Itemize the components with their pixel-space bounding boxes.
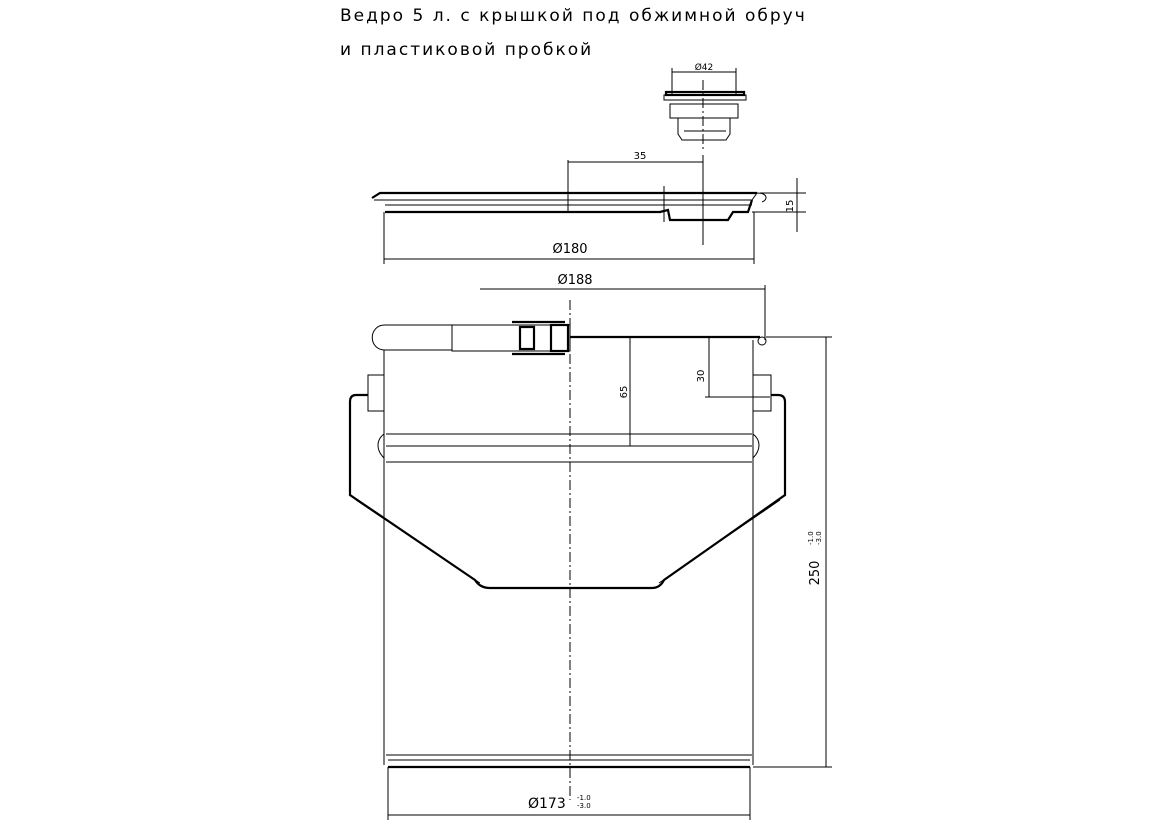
bottom-tolerance-upper: -1.0 <box>577 794 591 802</box>
lid: 35 Ø180 15 <box>371 151 806 264</box>
height-tolerance-lower: -3.0 <box>815 531 823 545</box>
drawing-title-line-2: и пластиковой пробкой <box>340 40 594 60</box>
cap-diameter-label: Ø42 <box>695 62 714 73</box>
bucket: Ø188 65 30 <box>348 273 832 820</box>
bottom-tolerance-lower: -3.0 <box>577 802 591 810</box>
lid-height-label: 15 <box>785 200 796 213</box>
lid-offset-label: 35 <box>634 151 647 162</box>
plastic-cap: Ø42 <box>663 62 747 150</box>
lid-diameter-label: Ø180 <box>552 242 587 257</box>
bead-depth-label: 65 <box>619 386 630 399</box>
bucket-top-diameter-label: Ø188 <box>557 273 592 288</box>
drawing-title-line-1: Ведро 5 л. с крышкой под обжимной обруч <box>340 6 807 26</box>
height-tolerance-upper: -1.0 <box>807 531 815 545</box>
ear-depth-label: 30 <box>696 370 707 383</box>
height-label: 250 <box>808 561 823 586</box>
bottom-diameter-label: Ø173 <box>528 796 566 812</box>
